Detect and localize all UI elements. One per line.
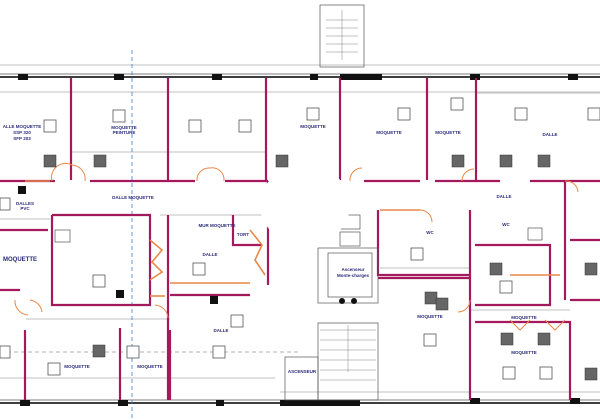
room-label: MOQUETTE bbox=[3, 257, 37, 263]
room-label: MUR MOQUETTE bbox=[199, 223, 236, 228]
room-label: MOQUETTE bbox=[137, 364, 163, 369]
room-label: MOQUETTE bbox=[435, 130, 461, 135]
room-label: MOQUETTE bbox=[111, 125, 137, 130]
room-label: DALLE bbox=[497, 194, 512, 199]
room-label: MOQUETTE bbox=[511, 315, 537, 320]
room-label: MOQUETTE bbox=[376, 130, 402, 135]
room-label: DALLE MOQUETTE bbox=[112, 195, 154, 200]
room-label: MOQUETTE bbox=[64, 364, 90, 369]
room-label: ASCENSEUR bbox=[288, 369, 317, 374]
erased-area bbox=[260, 165, 350, 245]
partitions bbox=[25, 180, 560, 297]
room-label: TORT bbox=[237, 232, 249, 237]
dimension-lines bbox=[0, 64, 600, 393]
exterior-walls bbox=[0, 73, 600, 406]
light-fixtures bbox=[18, 154, 598, 381]
room-label: Ascenseur bbox=[341, 267, 364, 272]
room-label: WC bbox=[426, 230, 434, 235]
room-label: DALLE bbox=[543, 132, 558, 137]
room-label: DALLE bbox=[214, 328, 229, 333]
stair-tower bbox=[319, 4, 365, 68]
interior-walls bbox=[0, 78, 600, 400]
doors bbox=[14, 162, 579, 331]
room-labels: ALLE MOQUETTE SSP 320 SFP 203 MOQUETTE P… bbox=[3, 124, 558, 374]
room-label: SSP 320 bbox=[13, 130, 31, 135]
room-label: MOQUETTE bbox=[511, 350, 537, 355]
room-label: MOQUETTE bbox=[300, 124, 326, 129]
room-label: DALLES bbox=[16, 201, 34, 206]
room-label: SFP 203 bbox=[13, 136, 31, 141]
room-label: MOQUETTE bbox=[417, 314, 443, 319]
room-label: ALLE MOQUETTE bbox=[3, 124, 42, 129]
room-label: PEINTURE bbox=[113, 130, 136, 135]
core bbox=[54, 214, 543, 401]
room-label: Monte-charges bbox=[337, 273, 370, 278]
room-label: DALLE bbox=[203, 252, 218, 257]
ceiling-diffusers bbox=[0, 97, 600, 380]
room-label: WC bbox=[502, 222, 510, 227]
room-label: PVC bbox=[20, 206, 30, 211]
